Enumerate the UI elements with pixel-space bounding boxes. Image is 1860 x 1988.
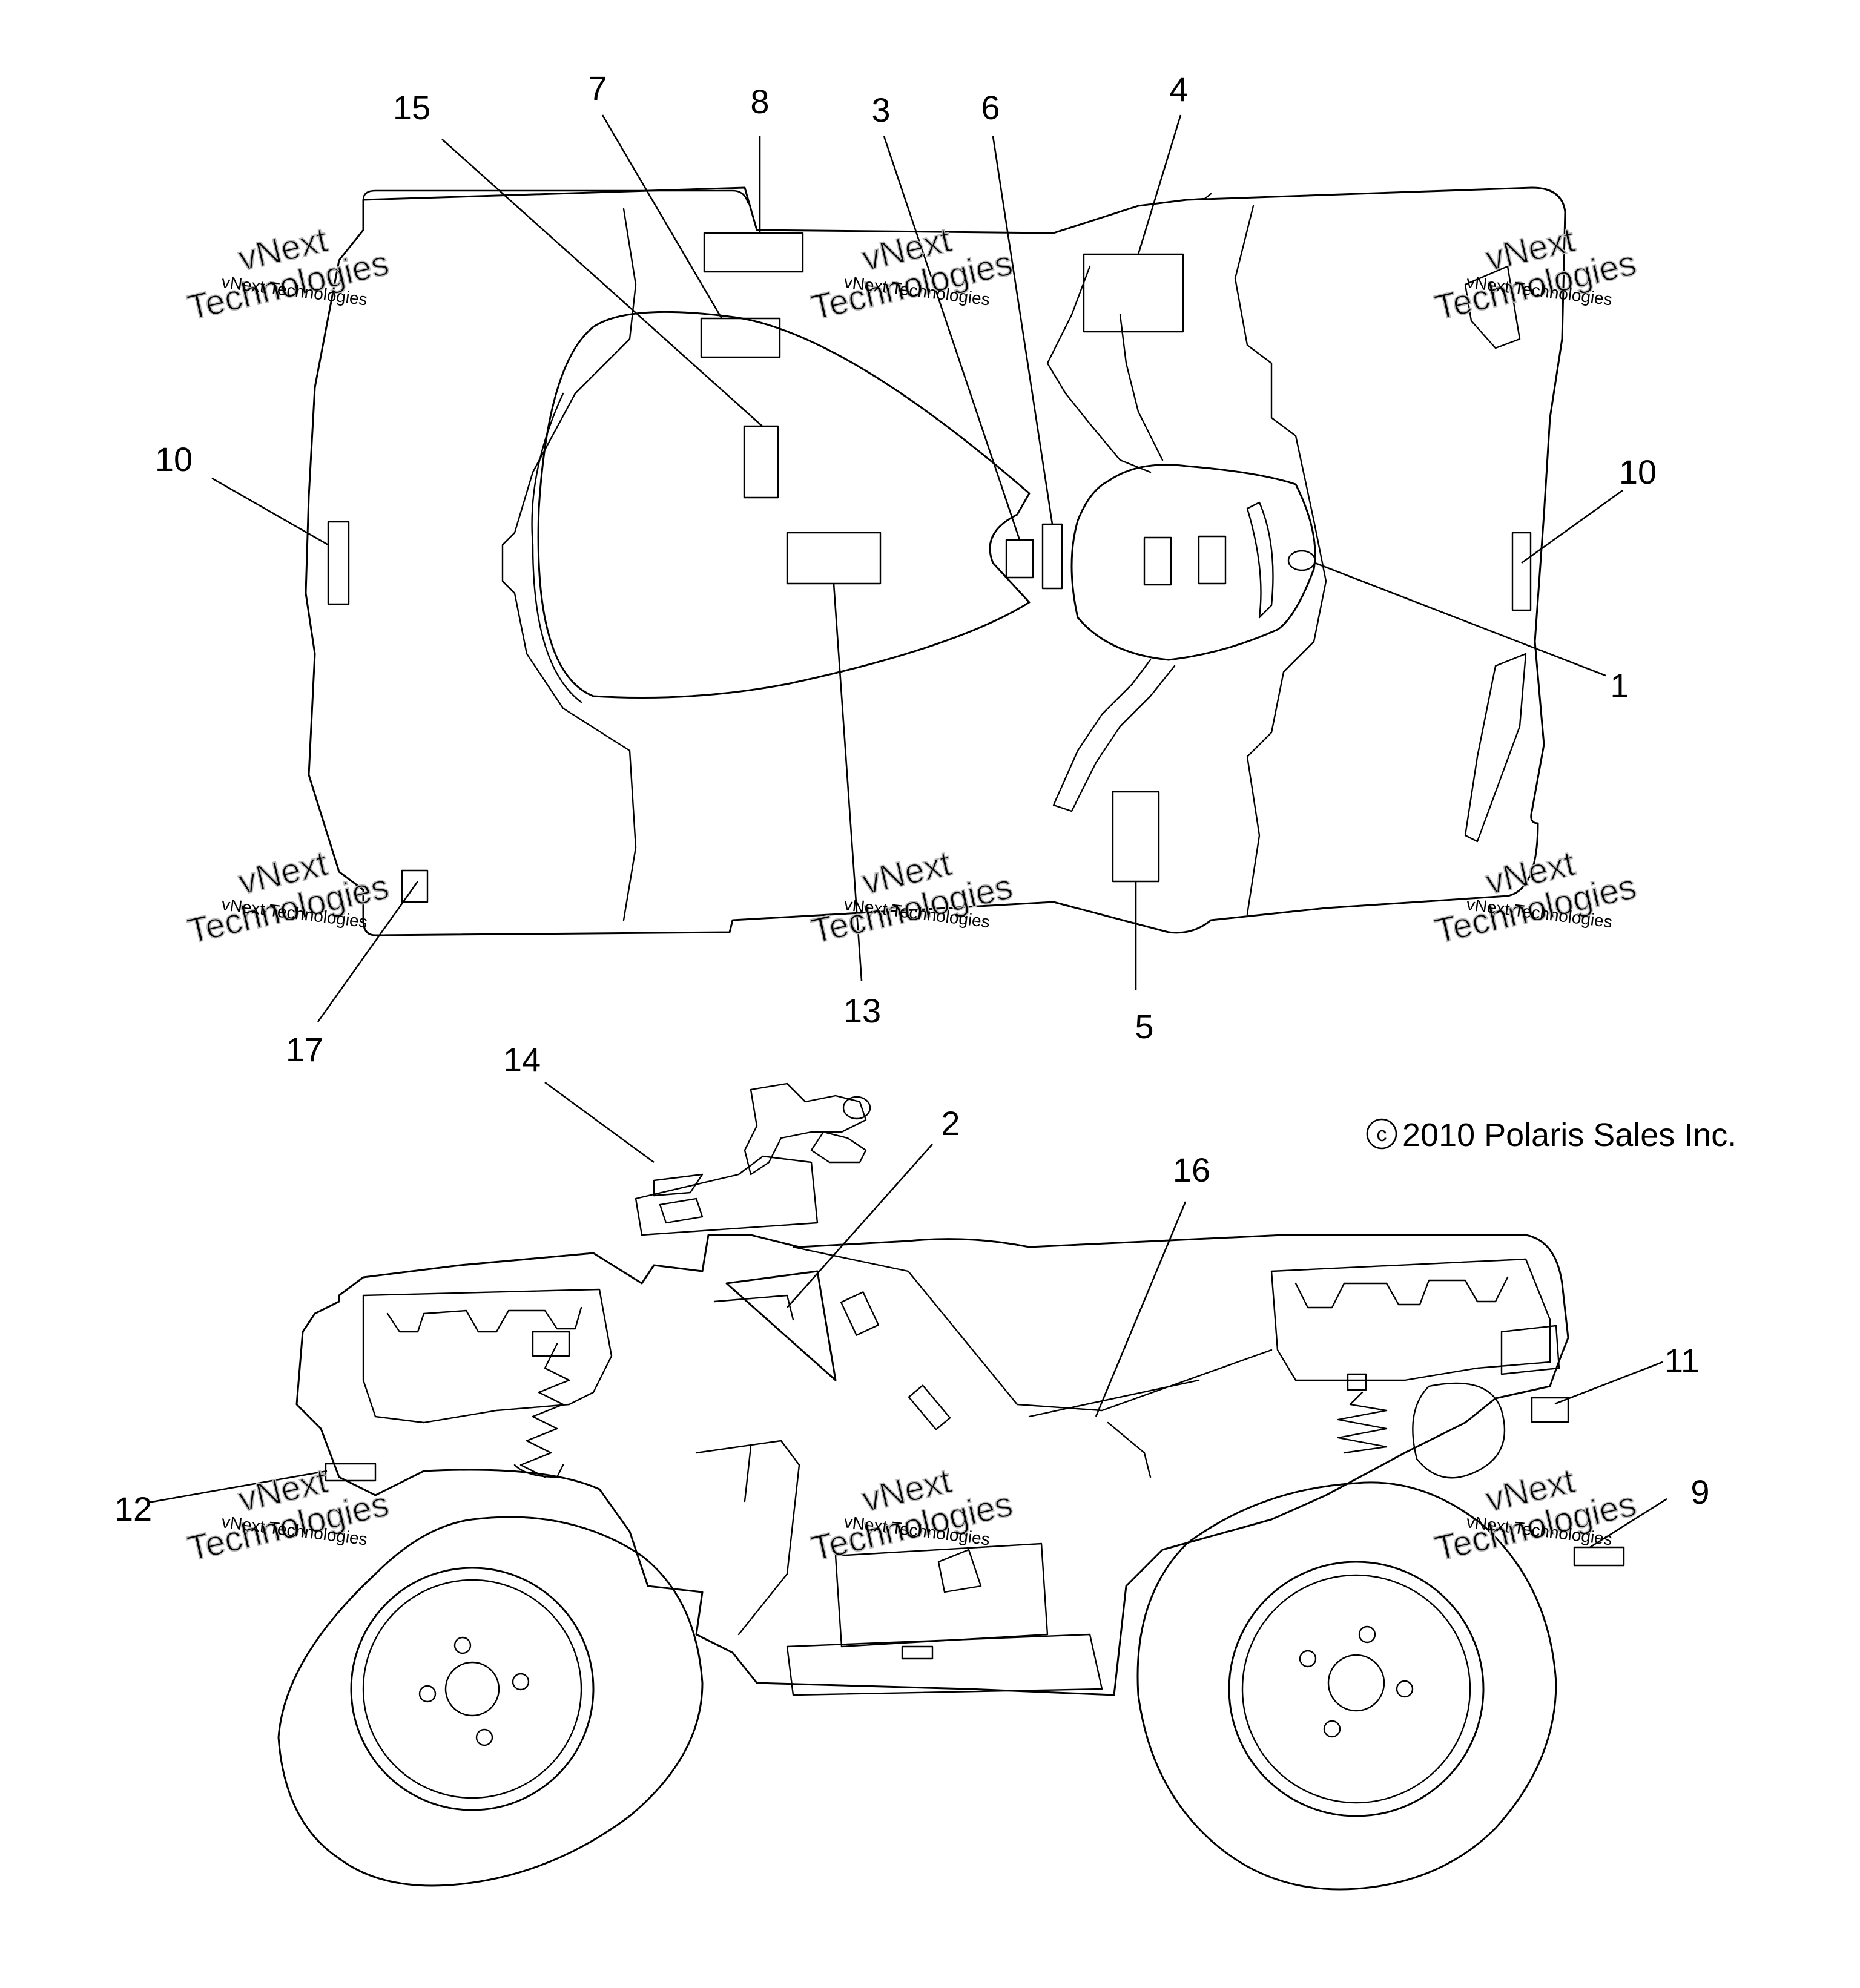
watermark-group: vNext Technologies vNext Technologies vN… xyxy=(183,220,1641,1570)
callout-10-left: 10 xyxy=(155,440,193,478)
callout-12: 9 xyxy=(1690,1473,1709,1511)
copyright-notice: c 2010 Polaris Sales Inc. xyxy=(1366,1117,1736,1153)
callout-4: 4 xyxy=(1169,70,1188,108)
callout-10-right: 10 xyxy=(1619,453,1657,491)
leader-lines xyxy=(148,114,1667,1549)
callout-13: 13 xyxy=(843,992,881,1030)
callout-6: 6 xyxy=(981,88,1000,127)
callout-2: 2 xyxy=(941,1104,960,1142)
callout-7: 7 xyxy=(588,69,607,107)
callout-17: 17 xyxy=(286,1030,323,1068)
callout-labels: 15 7 8 3 6 4 10 10 1 17 13 5 14 2 16 11 … xyxy=(114,69,1710,1528)
callout-8: 8 xyxy=(750,82,769,120)
atv-side-view xyxy=(277,1082,1625,1891)
callout-16: 16 xyxy=(1173,1151,1210,1189)
callout-1: 1 xyxy=(1610,667,1629,705)
callout-11: 11 xyxy=(1664,1341,1700,1380)
callout-9: 12 xyxy=(114,1490,152,1528)
callout-3: 3 xyxy=(871,91,890,129)
callout-14: 14 xyxy=(503,1041,541,1079)
callout-5: 5 xyxy=(1135,1007,1153,1045)
copyright-text: 2010 Polaris Sales Inc. xyxy=(1402,1117,1736,1153)
callout-15: 15 xyxy=(393,88,430,127)
copyright-symbol: c xyxy=(1377,1123,1387,1146)
copyright-circle-icon xyxy=(1366,1118,1397,1150)
